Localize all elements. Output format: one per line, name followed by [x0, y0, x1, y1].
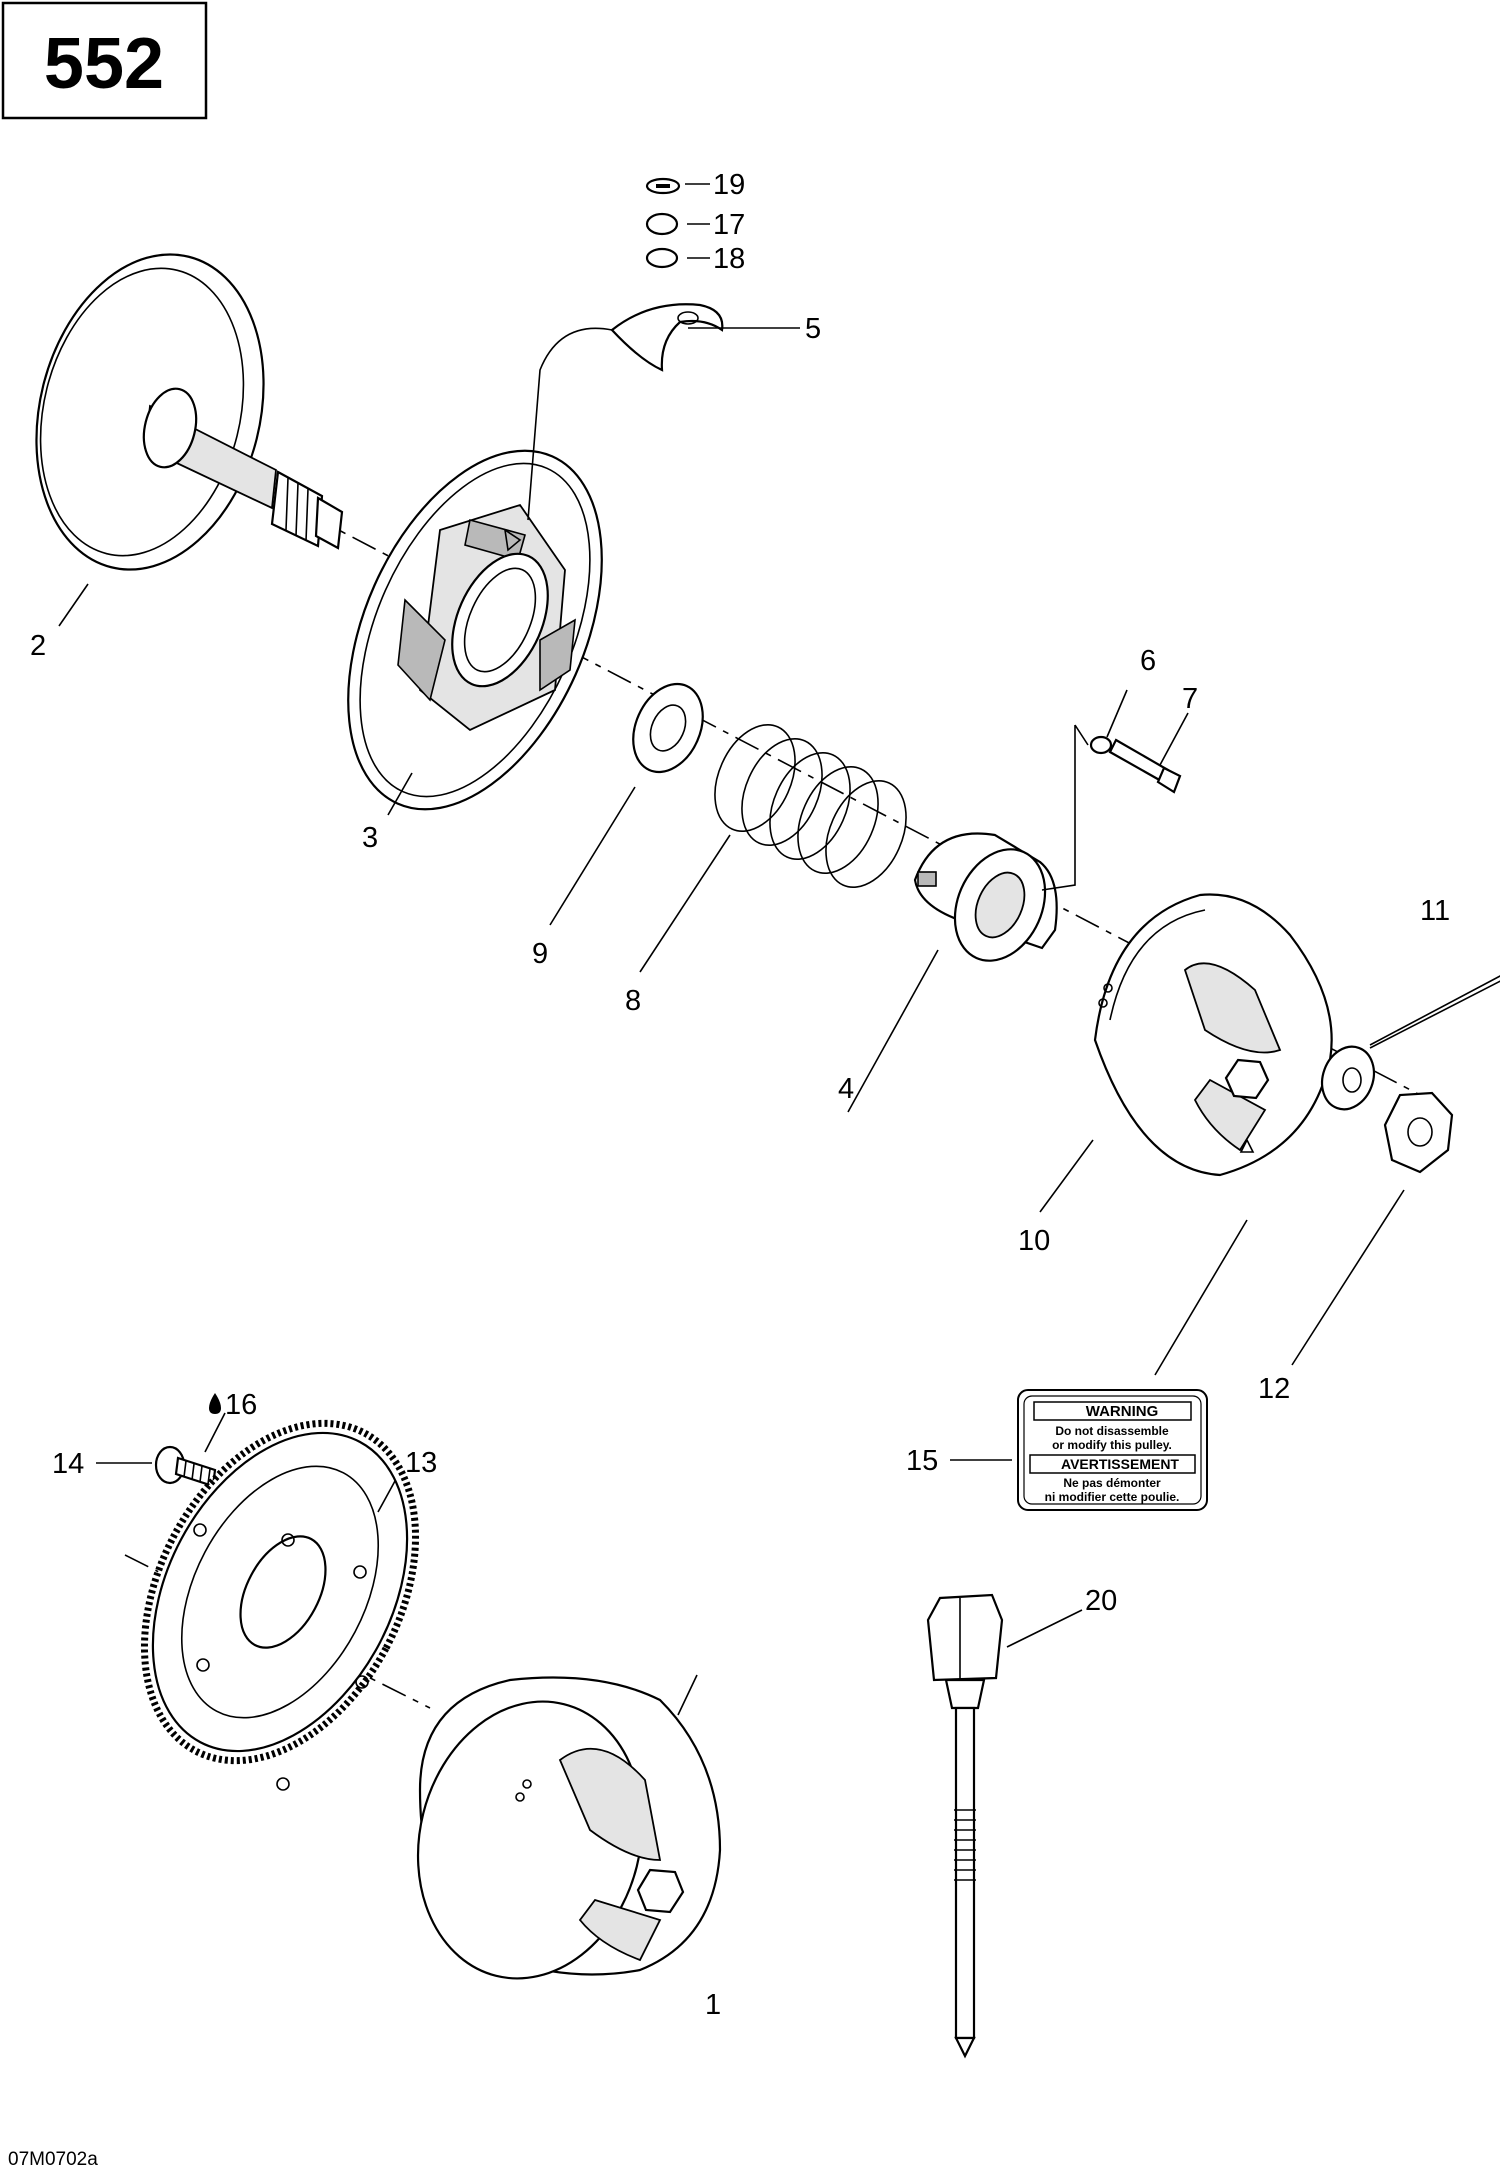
callout-13: 13: [405, 1447, 437, 1479]
callout-19: 19: [713, 169, 745, 201]
callout-6: 6: [1140, 645, 1156, 677]
leader-lines: [58, 183, 1500, 1716]
warning-text-fr-1: Ne pas démonter: [1063, 1476, 1161, 1490]
callout-16: 16: [225, 1389, 257, 1421]
part-8-spring: [714, 723, 907, 889]
droplet-icon: [209, 1393, 221, 1414]
warning-text-fr-2: ni modifier cette poulie.: [1045, 1490, 1180, 1504]
part-13-ring-gear: [140, 1419, 420, 1791]
figure-code: 07M0702a: [8, 2149, 98, 2170]
callout-17: 17: [713, 209, 745, 241]
callout-1: 1: [705, 1989, 721, 2021]
page-number: 552: [44, 24, 164, 104]
callout-18: 18: [713, 243, 745, 275]
warning-title-fr: AVERTISSEMENT: [1061, 1456, 1179, 1472]
part-20-puller-bolt: [926, 1593, 1004, 2059]
callout-numbers: 1 2 3 4 5 6 7 8 9 10 11 12 13 14 15 16 1…: [30, 169, 1450, 2021]
callout-10: 10: [1018, 1225, 1050, 1257]
callout-14: 14: [52, 1448, 84, 1480]
callout-9: 9: [532, 938, 548, 970]
parts-6-7-washer-screw: [1041, 724, 1182, 891]
callout-11: 11: [1420, 895, 1450, 927]
warning-text-en-2: or modify this pulley.: [1052, 1438, 1172, 1452]
part-10-sheave-cover: [1093, 893, 1333, 1177]
callout-2: 2: [30, 630, 46, 662]
part-9-washer: [632, 682, 704, 774]
part-1-drive-pulley: [416, 1676, 722, 1980]
callout-3: 3: [362, 822, 378, 854]
callout-15: 15: [906, 1445, 938, 1477]
part-5-slider-shoe: [527, 303, 724, 521]
callout-20: 20: [1085, 1585, 1117, 1617]
page-number-box: 552: [1, 1, 208, 120]
small-discs-17-18-19: [645, 177, 681, 269]
part-11-washer: [1320, 1045, 1376, 1111]
part-15-warning-label: WARNING Do not disassemble or modify thi…: [1017, 1389, 1208, 1511]
part-3-sheave-spider: [347, 449, 603, 811]
warning-title-en: WARNING: [1086, 1403, 1159, 1420]
callout-7: 7: [1182, 683, 1198, 715]
callout-8: 8: [625, 985, 641, 1017]
part-2-fixed-sheave: [35, 253, 344, 571]
part-14-screw: [154, 1445, 217, 1488]
part-4-cam: [913, 832, 1058, 962]
part-12-nut: [1383, 1091, 1454, 1174]
callout-4: 4: [838, 1073, 854, 1105]
callout-12: 12: [1258, 1373, 1290, 1405]
warning-text-en-1: Do not disassemble: [1055, 1424, 1169, 1438]
callout-5: 5: [805, 313, 821, 345]
